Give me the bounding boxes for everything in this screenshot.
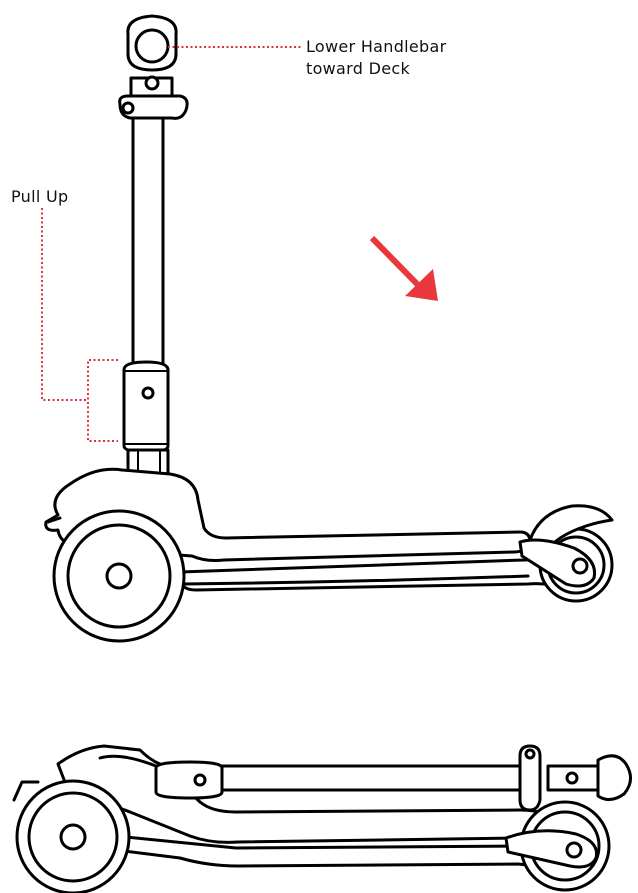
upright-handlebar-end: [134, 28, 170, 64]
lower-handlebar-label-line-1: Lower Handlebar: [306, 37, 447, 56]
folded-handlebar-pin: [565, 771, 579, 785]
folded-fender-tip: [12, 780, 40, 802]
folded-rear-axle: [565, 841, 583, 859]
upright-handlebar-clamp: [118, 94, 189, 120]
upright-front-hub: [105, 562, 133, 590]
folded-handlebar-clamp: [518, 744, 542, 812]
folded-handlebar-grip: [596, 754, 632, 801]
upright-deck: [178, 558, 596, 598]
folded-height-sleeve: [154, 760, 224, 800]
upright-stem: [131, 108, 165, 374]
pull-up-bracket: [41, 208, 118, 442]
upright-scooter: [44, 14, 614, 643]
folded-lower-stem: [98, 754, 158, 768]
upright-front-wheel-inner: [66, 523, 172, 629]
upright-rear-bracket: [518, 538, 597, 588]
pull-up-label: Pull Up: [11, 187, 69, 206]
folded-front-fender: [56, 744, 562, 844]
folded-scooter: [12, 744, 632, 893]
folded-stem: [220, 764, 534, 792]
folded-front-wheel-inner: [27, 791, 119, 883]
upright-deck-edge: [182, 574, 530, 586]
folded-front-hub: [59, 823, 87, 851]
arrow-down-right-icon: [369, 235, 438, 301]
lower-handlebar-label: Lower Handlebar toward Deck: [306, 36, 506, 80]
folded-sleeve-button: [193, 773, 207, 787]
folded-clamp-bolt: [524, 748, 536, 760]
upright-handlebar-pin: [144, 75, 160, 91]
upright-sleeve-button: [141, 386, 155, 400]
lower-handlebar-label-line-2: toward Deck: [306, 59, 411, 78]
upright-height-sleeve: [122, 360, 170, 454]
upright-clamp-bolt: [121, 101, 135, 115]
upright-fender-tip: [46, 516, 62, 524]
upright-rear-axle: [571, 557, 589, 575]
